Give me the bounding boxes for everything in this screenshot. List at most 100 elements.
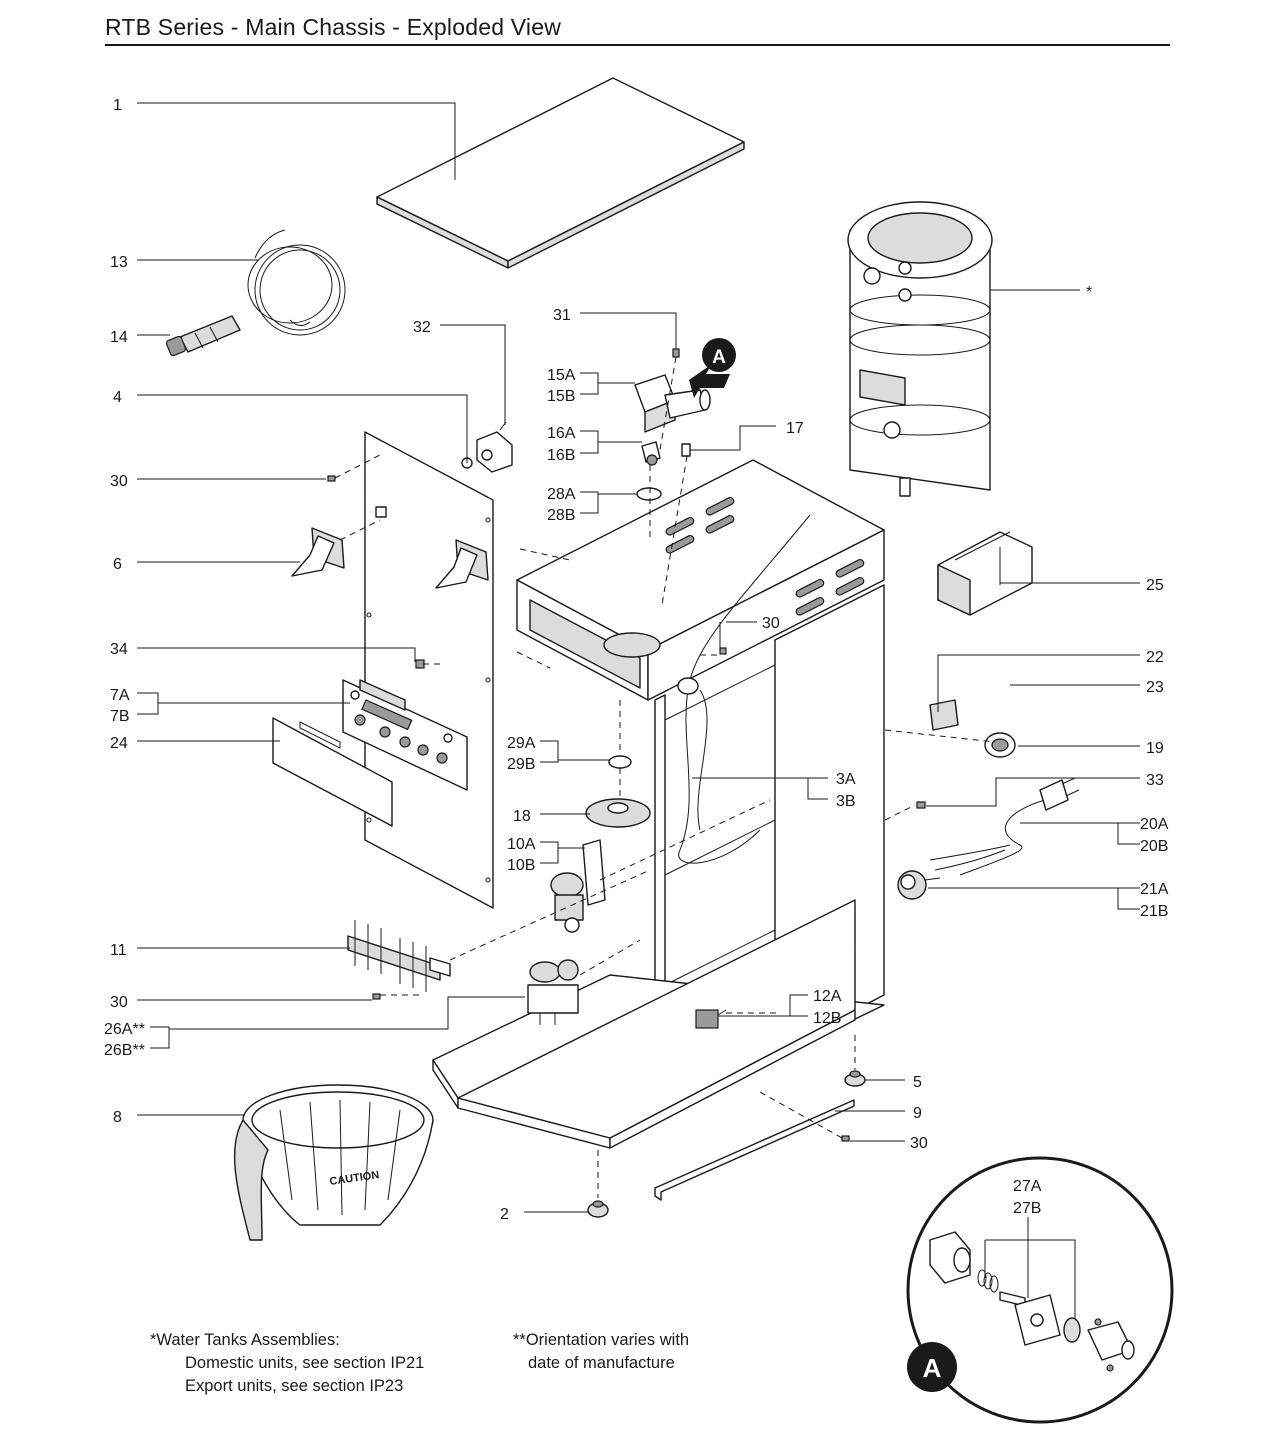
part-front-panel xyxy=(364,431,494,909)
detail-a-arrow xyxy=(689,364,730,398)
callout-16a: 16A xyxy=(547,425,576,442)
domestic-units-note: Domestic units, see section IP21 xyxy=(185,1354,425,1372)
callout-26a: 26A** xyxy=(104,1021,145,1038)
part-control-board xyxy=(342,679,468,791)
part-screw-33 xyxy=(916,801,926,809)
callout-20a: 20A xyxy=(1140,816,1169,833)
callout-7b: 7B xyxy=(110,708,130,725)
callout-15a: 15A xyxy=(547,367,576,384)
callout-26b: 26B** xyxy=(104,1042,145,1059)
orientation-note-line2: date of manufacture xyxy=(528,1354,675,1372)
callout-30-a: 30 xyxy=(110,473,128,490)
part-rail-9 xyxy=(654,1099,855,1201)
part-brew-funnel: CAUTION xyxy=(233,1084,434,1241)
part-screw-30d xyxy=(841,1135,850,1142)
callout-19: 19 xyxy=(1146,740,1164,757)
callout-3a: 3A xyxy=(836,771,856,788)
callout-15b: 15B xyxy=(547,388,575,405)
callout-30-b: 30 xyxy=(110,994,128,1011)
part-relay-25 xyxy=(937,531,1033,616)
callout-32: 32 xyxy=(413,319,431,336)
callout-7a: 7A xyxy=(110,687,130,704)
callout-1: 1 xyxy=(113,97,122,114)
part-valve-10 xyxy=(550,839,606,933)
callout-21a: 21A xyxy=(1140,881,1169,898)
callout-23: 23 xyxy=(1146,679,1164,696)
part-sprayhead xyxy=(585,798,651,828)
callout-22: 22 xyxy=(1146,649,1164,666)
detail-spring xyxy=(977,1269,999,1293)
callout-25: 25 xyxy=(1146,577,1164,594)
callout-21b: 21B xyxy=(1140,903,1168,920)
callout-29b: 29B xyxy=(507,756,535,773)
part-chassis xyxy=(432,459,885,1149)
callout-10a: 10A xyxy=(507,836,536,853)
part-thermostat-21 xyxy=(897,870,941,900)
callout-28b: 28B xyxy=(547,507,575,524)
callout-30-d: 30 xyxy=(910,1135,928,1152)
orientation-note-line1: **Orientation varies with xyxy=(513,1331,690,1349)
callout-4: 4 xyxy=(113,389,122,406)
callout-12a: 12A xyxy=(813,988,842,1005)
part-fitting-16 xyxy=(641,441,661,466)
part-bracket-32 xyxy=(461,421,513,473)
callout-31: 31 xyxy=(553,307,571,324)
callout-13: 13 xyxy=(110,254,128,271)
callout-24: 24 xyxy=(110,735,128,752)
part-water-tank xyxy=(847,201,993,497)
part-rocker-switch-panel xyxy=(435,539,489,589)
part-screw-30c xyxy=(719,647,727,655)
callout-labels: 1 13 14 32 4 30 6 34 7A 7B 24 11 30 26A*… xyxy=(104,97,1169,1223)
callout-27b: 27B xyxy=(1013,1200,1041,1217)
callout-11: 11 xyxy=(110,942,127,959)
water-tanks-note: *Water Tanks Assemblies: Domestic units,… xyxy=(150,1329,424,1398)
part-grease-tube xyxy=(165,315,241,357)
part-hose-22-23-19 xyxy=(929,665,1017,758)
callout-3b: 3B xyxy=(836,793,856,810)
part-switch-12 xyxy=(695,1009,727,1029)
callout-33: 33 xyxy=(1146,772,1164,789)
callout-29a: 29A xyxy=(507,735,536,752)
callout-20b: 20B xyxy=(1140,838,1168,855)
callout-34: 34 xyxy=(110,641,128,658)
part-solenoid-valve xyxy=(634,374,711,433)
callout-10b: 10B xyxy=(507,857,535,874)
water-tanks-heading: *Water Tanks Assemblies: xyxy=(150,1331,340,1349)
detail-a-marker xyxy=(907,1342,957,1392)
callout-28a: 28A xyxy=(547,486,576,503)
part-foot-2 xyxy=(587,1200,609,1218)
part-foot-5 xyxy=(844,1070,866,1087)
callout-27a: 27A xyxy=(1013,1178,1042,1195)
part-label-plate xyxy=(272,717,393,827)
page-title: RTB Series - Main Chassis - Exploded Vie… xyxy=(105,14,562,40)
callout-5: 5 xyxy=(913,1074,922,1091)
part-tubing-coil xyxy=(247,229,346,336)
arrow-a-marker xyxy=(702,338,736,372)
part-screw-31 xyxy=(672,348,680,358)
part-nut-29 xyxy=(608,755,632,769)
part-screw-34 xyxy=(415,659,425,669)
callout-2: 2 xyxy=(500,1206,509,1223)
assembly-guide-lines xyxy=(334,356,996,1198)
callout-9: 9 xyxy=(913,1105,922,1122)
part-screw-30a xyxy=(327,475,336,482)
arrow-a-marker-label: A xyxy=(712,347,726,368)
part-fitting-17 xyxy=(681,443,691,457)
part-screw-30b xyxy=(372,993,381,1000)
leader-lines xyxy=(137,102,1140,1318)
callout-16b: 16B xyxy=(547,447,575,464)
part-valve-26 xyxy=(527,959,579,1025)
part-washer-28 xyxy=(636,487,662,501)
orientation-note: **Orientation varies with date of manufa… xyxy=(513,1329,689,1375)
part-rocker-switch-left xyxy=(291,527,345,577)
callout-30-c: 30 xyxy=(762,615,780,632)
detail-a-circle: A xyxy=(906,1156,1174,1424)
callout-17: 17 xyxy=(786,420,804,437)
callout-12b: 12B xyxy=(813,1010,841,1027)
part-power-cord-20 xyxy=(929,777,1080,876)
part-heat-sink xyxy=(347,920,451,992)
callout-6: 6 xyxy=(113,556,122,573)
callout-8: 8 xyxy=(113,1109,122,1126)
callout-18: 18 xyxy=(513,808,531,825)
